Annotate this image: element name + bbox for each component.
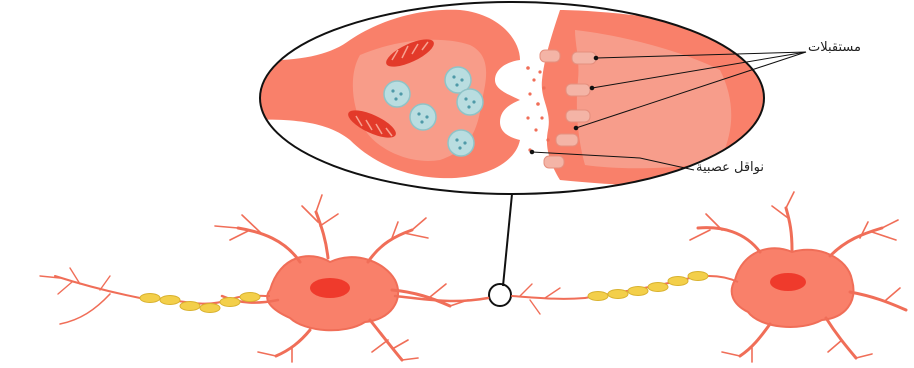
label-receptors: مستقبلات (808, 40, 861, 55)
neuron-left-nucleus (310, 278, 350, 298)
axon-right-myelin (585, 272, 738, 301)
magnifier-connector (489, 194, 512, 306)
neuron-left (40, 195, 488, 362)
synapse-magnified-view (250, 2, 770, 194)
label-neurotransmitters: نواقل عصبية (696, 160, 764, 175)
neuron-right (512, 192, 906, 362)
neuron-right-nucleus (770, 273, 806, 291)
